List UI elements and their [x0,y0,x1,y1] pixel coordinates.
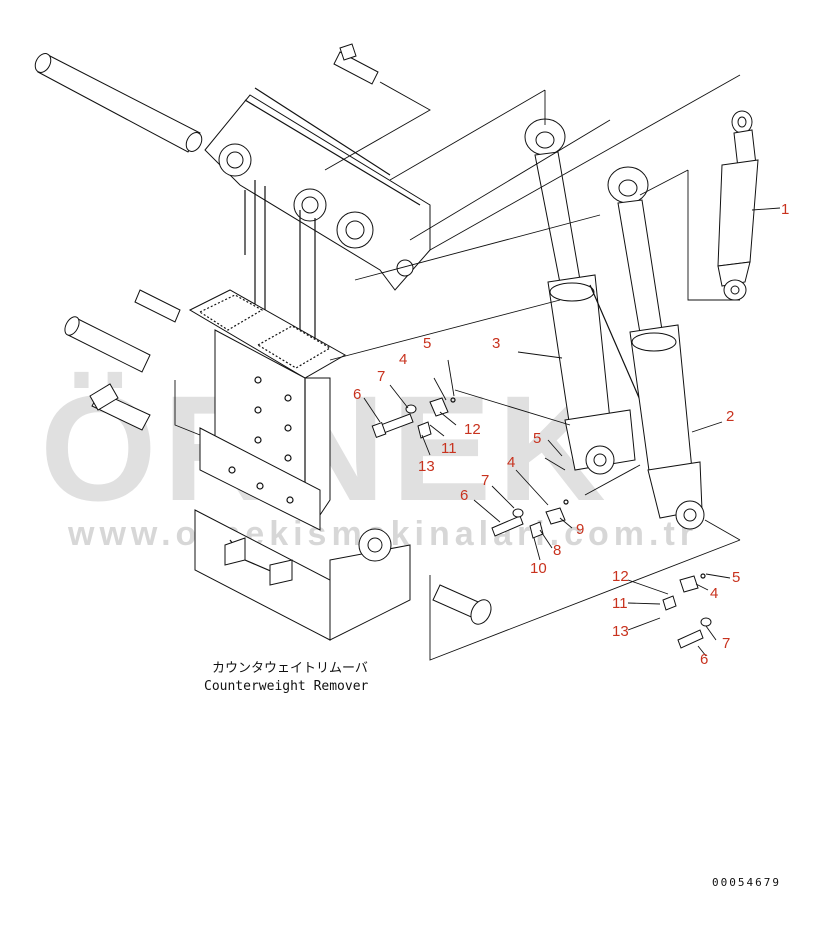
caption-english: Counterweight Remover [204,679,369,694]
callout-5a: 5 [423,335,431,352]
callout-leaders [363,207,781,657]
remover-frame-upper [204,87,431,346]
callout-7b: 7 [481,472,489,489]
leader-lines [174,74,741,661]
callout-5c: 5 [732,569,740,586]
cylinder-2 [607,166,705,530]
hardware-group-c [662,573,712,649]
callout-11a: 11 [441,440,457,457]
callout-8: 8 [553,542,561,559]
pin-lower-right [432,584,492,625]
step-plates [188,289,347,379]
pin-long-top [34,53,203,153]
pins-left [64,289,181,431]
callout-1: 1 [781,201,789,218]
caption-japanese: カウンタウェイトリムーバ [212,661,368,676]
hardware-group-a [371,397,456,439]
callout-13a: 13 [418,458,435,475]
callout-2: 2 [726,408,734,425]
pin-small-top [333,43,379,85]
callout-7a: 7 [377,368,385,385]
callout-12b: 12 [612,568,629,585]
callout-6b: 6 [460,487,468,504]
callout-4b: 4 [507,454,515,471]
callout-12a: 12 [464,421,481,438]
callout-9: 9 [576,521,584,538]
callout-11b: 11 [612,595,628,612]
callout-5b: 5 [533,430,541,447]
callout-6c: 6 [700,651,708,668]
hardware-group-b [491,499,569,539]
callout-6a: 6 [353,386,361,403]
callout-7c: 7 [722,635,730,652]
callout-10: 10 [530,560,547,577]
callout-13b: 13 [612,623,629,640]
cylinder-1 [717,110,759,301]
remover-body [194,329,411,641]
callouts: 1 2 3 4 5 6 7 11 12 13 5 4 7 6 9 8 10 12… [353,201,789,668]
callout-4c: 4 [710,585,718,602]
document-number: 00054679 [712,876,781,889]
caption: カウンタウェイトリムーバ Counterweight Remover [204,661,369,694]
callout-4a: 4 [399,351,407,368]
callout-3: 3 [492,335,500,352]
